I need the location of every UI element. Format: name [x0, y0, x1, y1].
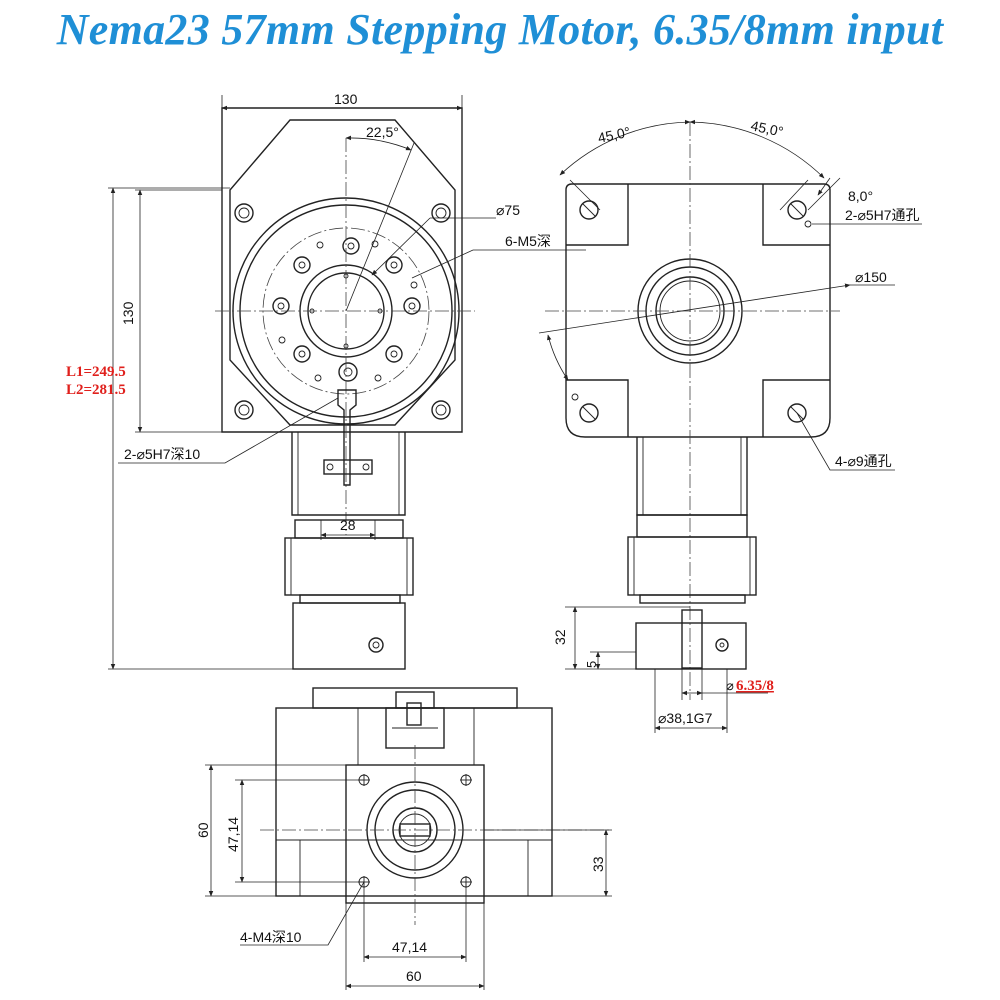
side-pocket-bl: [566, 379, 629, 437]
front-dia75-label: ⌀75: [496, 202, 520, 218]
front-flange-face: [229, 119, 456, 426]
bottom-dim-60-h: 60: [406, 968, 422, 984]
bottom-housing-outline: [275, 707, 553, 897]
side-angle-right: 45,0°: [749, 117, 784, 139]
front-indicator-arm: [337, 389, 357, 486]
side-mount-holes: [571, 200, 812, 423]
side-pocket-tl: [566, 184, 629, 246]
front-gear-housing: [291, 432, 406, 516]
front-view: 28 130 130 L1=249.5 L2=281.5 22,5° ⌀75: [66, 91, 586, 670]
front-pin-label: 2-⌀5H7深10: [124, 446, 200, 462]
side-flange-outline: [565, 183, 831, 438]
side-gear-housing: [636, 437, 748, 516]
front-motor-adapter: [284, 537, 414, 596]
side-pocket-tr: [762, 184, 830, 246]
front-bolt-holes: [272, 237, 421, 382]
front-key-dim: 28: [340, 517, 356, 533]
bottom-dim-33: 33: [590, 856, 606, 872]
side-dia150-label: ⌀150: [855, 269, 887, 285]
side-hole-label: 2-⌀5H7通孔: [845, 207, 920, 223]
bottom-view: 60 47,14 33 4-M4深10 47,14 60: [195, 687, 612, 990]
side-dim-5: 5: [584, 661, 599, 668]
front-motor-body: [292, 602, 406, 670]
bottom-dim-4714-v: 47,14: [225, 817, 241, 852]
svg-text:⌀: ⌀: [726, 678, 734, 693]
side-mount-label: 4-⌀9通孔: [835, 453, 892, 469]
side-dim-32: 32: [552, 629, 568, 645]
bottom-table-edge: [312, 687, 518, 709]
side-view: 45,0° 45,0° 8,0° 2-⌀5H7通孔 ⌀150 4-⌀9通孔: [538, 117, 922, 733]
drawing-title: Nema23 57mm Stepping Motor, 6.35/8mm inp…: [56, 5, 944, 54]
front-tap-label: 6-M5深: [505, 233, 551, 249]
side-angle-left: 45,0°: [596, 123, 631, 145]
length-l1: L1=249.5: [66, 364, 126, 380]
side-motor-adapter: [627, 536, 757, 596]
bottom-dim-4714-h: 47,14: [392, 939, 427, 955]
front-angle-label: 22,5°: [366, 124, 399, 140]
side-input-bore: 6.35/8: [736, 678, 774, 694]
side-angle-small: 8,0°: [848, 188, 873, 204]
front-height-dim: 130: [120, 301, 136, 325]
front-width-dim: 130: [334, 91, 358, 107]
length-l2: L2=281.5: [66, 382, 126, 398]
bottom-dim-60-v: 60: [195, 822, 211, 838]
side-pilot-dim: ⌀38,1G7: [658, 710, 713, 726]
bottom-tap-label: 4-M4深10: [240, 929, 302, 945]
side-pocket-br: [762, 379, 830, 437]
side-input-flange: [635, 622, 747, 670]
